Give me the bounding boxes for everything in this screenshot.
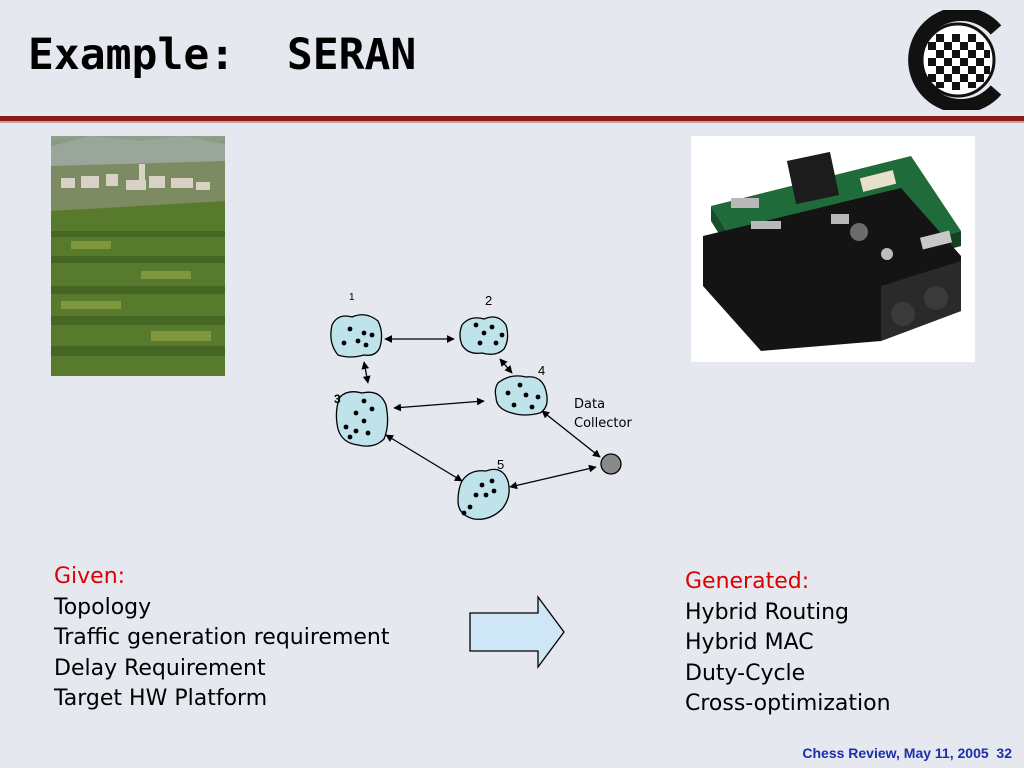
link-4-collector — [541, 410, 601, 458]
given-item-topology: Topology — [54, 594, 152, 620]
link-5-collector — [509, 464, 597, 490]
link-1-3 — [361, 361, 371, 384]
slide-footer: Chess Review, May 11, 2005 32 — [802, 745, 1012, 761]
node-cluster-3 — [335, 391, 389, 447]
generated-item-routing: Hybrid Routing — [685, 599, 849, 625]
given-item-platform: Target HW Platform — [54, 686, 268, 711]
landscape-photo — [51, 136, 225, 376]
node-cluster-1 — [330, 314, 383, 358]
link-3-5 — [385, 434, 463, 482]
node-label-4: 4 — [538, 363, 545, 378]
given-list: Given: Topology Traffic generation requi… — [54, 562, 389, 715]
node-cluster-2 — [459, 316, 509, 355]
network-topology-diagram: 1 2 3 4 5 Data Collector — [330, 292, 632, 520]
node-cluster-5 — [457, 468, 510, 520]
data-collector-node — [600, 453, 622, 475]
generated-item-cross-opt: Cross-optimization — [685, 691, 891, 716]
data-collector-label: Data — [574, 397, 605, 412]
given-item-traffic: Traffic generation requirement — [54, 625, 390, 650]
node-label-3: 3 — [334, 392, 341, 406]
node-cluster-4 — [494, 375, 548, 416]
node-label-2: 2 — [485, 293, 492, 308]
sensor-board-photo — [691, 136, 975, 362]
data-collector-label-line2: Collector — [574, 416, 632, 431]
node-label-5: 5 — [497, 457, 504, 472]
node-label-1: 1 — [349, 292, 355, 303]
chess-logo — [908, 10, 1002, 110]
link-2-4 — [499, 358, 513, 374]
generated-item-mac: Hybrid MAC — [685, 630, 814, 655]
right-arrow-icon — [469, 595, 565, 669]
link-3-4 — [393, 397, 485, 412]
slide-title: Example: SERAN — [28, 30, 417, 80]
generated-item-duty-cycle: Duty-Cycle — [685, 660, 806, 686]
generated-list: Generated: Hybrid Routing Hybrid MAC Dut… — [685, 567, 891, 720]
given-heading: Given: — [54, 564, 126, 589]
title-divider — [0, 116, 1024, 121]
generated-heading: Generated: — [685, 569, 810, 594]
given-item-delay: Delay Requirement — [54, 655, 266, 681]
title-divider-shadow — [0, 121, 1024, 123]
